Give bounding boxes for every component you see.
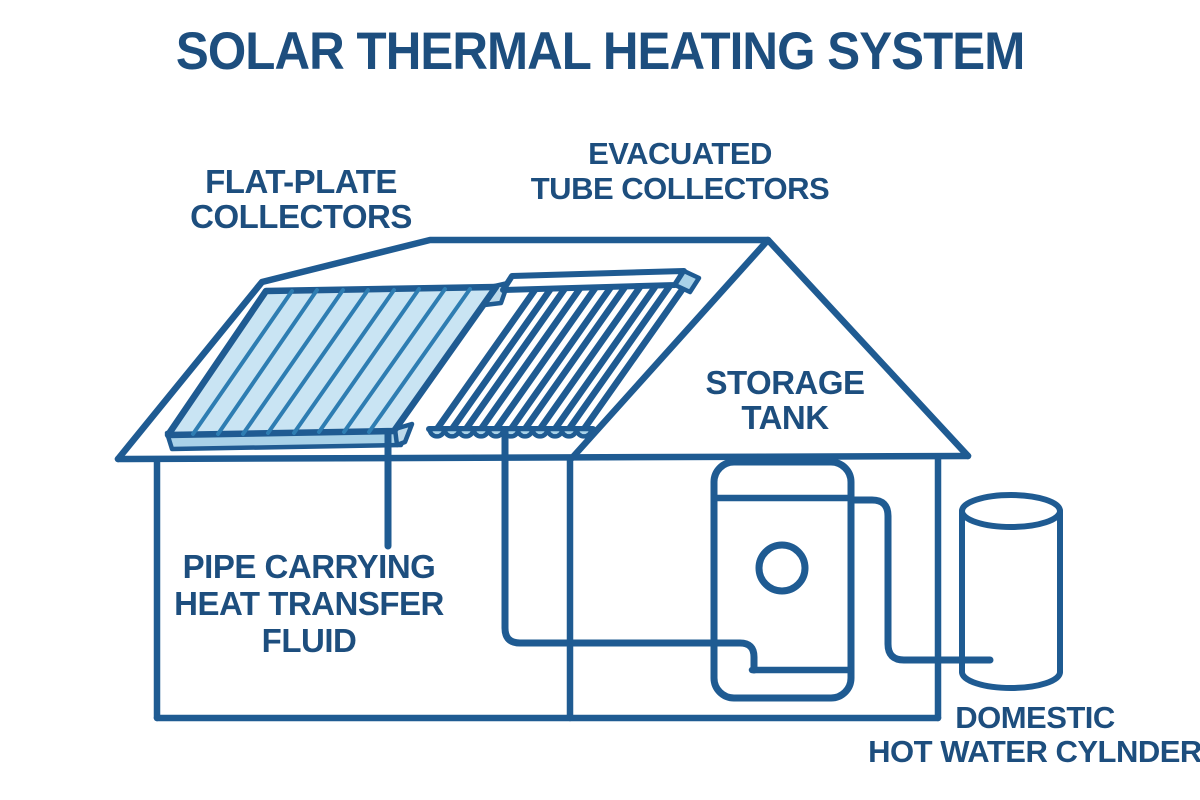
gable-edge <box>568 236 772 462</box>
panel-stripes <box>191 287 472 436</box>
tube-caps <box>427 426 594 439</box>
label-flat-plate-collectors: FLAT-PLATE COLLECTORS <box>190 163 412 235</box>
pipes <box>384 427 994 674</box>
pipe-tube-to-tank <box>501 427 758 674</box>
tank-gauge-circle <box>755 541 809 595</box>
cylinder-top-ellipse <box>959 492 1063 530</box>
panel-corner-cap-bottom <box>392 421 415 448</box>
diagram-title: SOLAR THERMAL HEATING SYSTEM <box>175 22 1025 81</box>
hot-water-cylinder <box>959 492 1063 691</box>
house-outline <box>114 236 972 722</box>
label-storage-tank: STORAGE TANK <box>705 364 865 436</box>
header-bar <box>500 268 687 293</box>
label-evacuated-tube-collectors: EVACUATED TUBE COLLECTORS <box>530 136 830 207</box>
eave-line <box>114 452 972 463</box>
tubes <box>433 283 688 433</box>
label-pipe-heat-transfer-fluid: PIPE CARRYING HEAT TRANSFER FLUID <box>174 548 444 659</box>
evacuated-tube-collector <box>426 268 702 439</box>
storage-tank <box>710 458 855 702</box>
pipe-tank-to-cylinder <box>847 496 994 664</box>
header-end-cap <box>672 268 702 295</box>
flat-plate-collector <box>164 280 511 452</box>
roof-line <box>114 236 972 463</box>
label-domestic-hot-water-cylinder: DOMESTIC HOT WATER CYLNDER <box>868 700 1200 770</box>
cylinder-bottom-arc <box>959 669 1063 691</box>
